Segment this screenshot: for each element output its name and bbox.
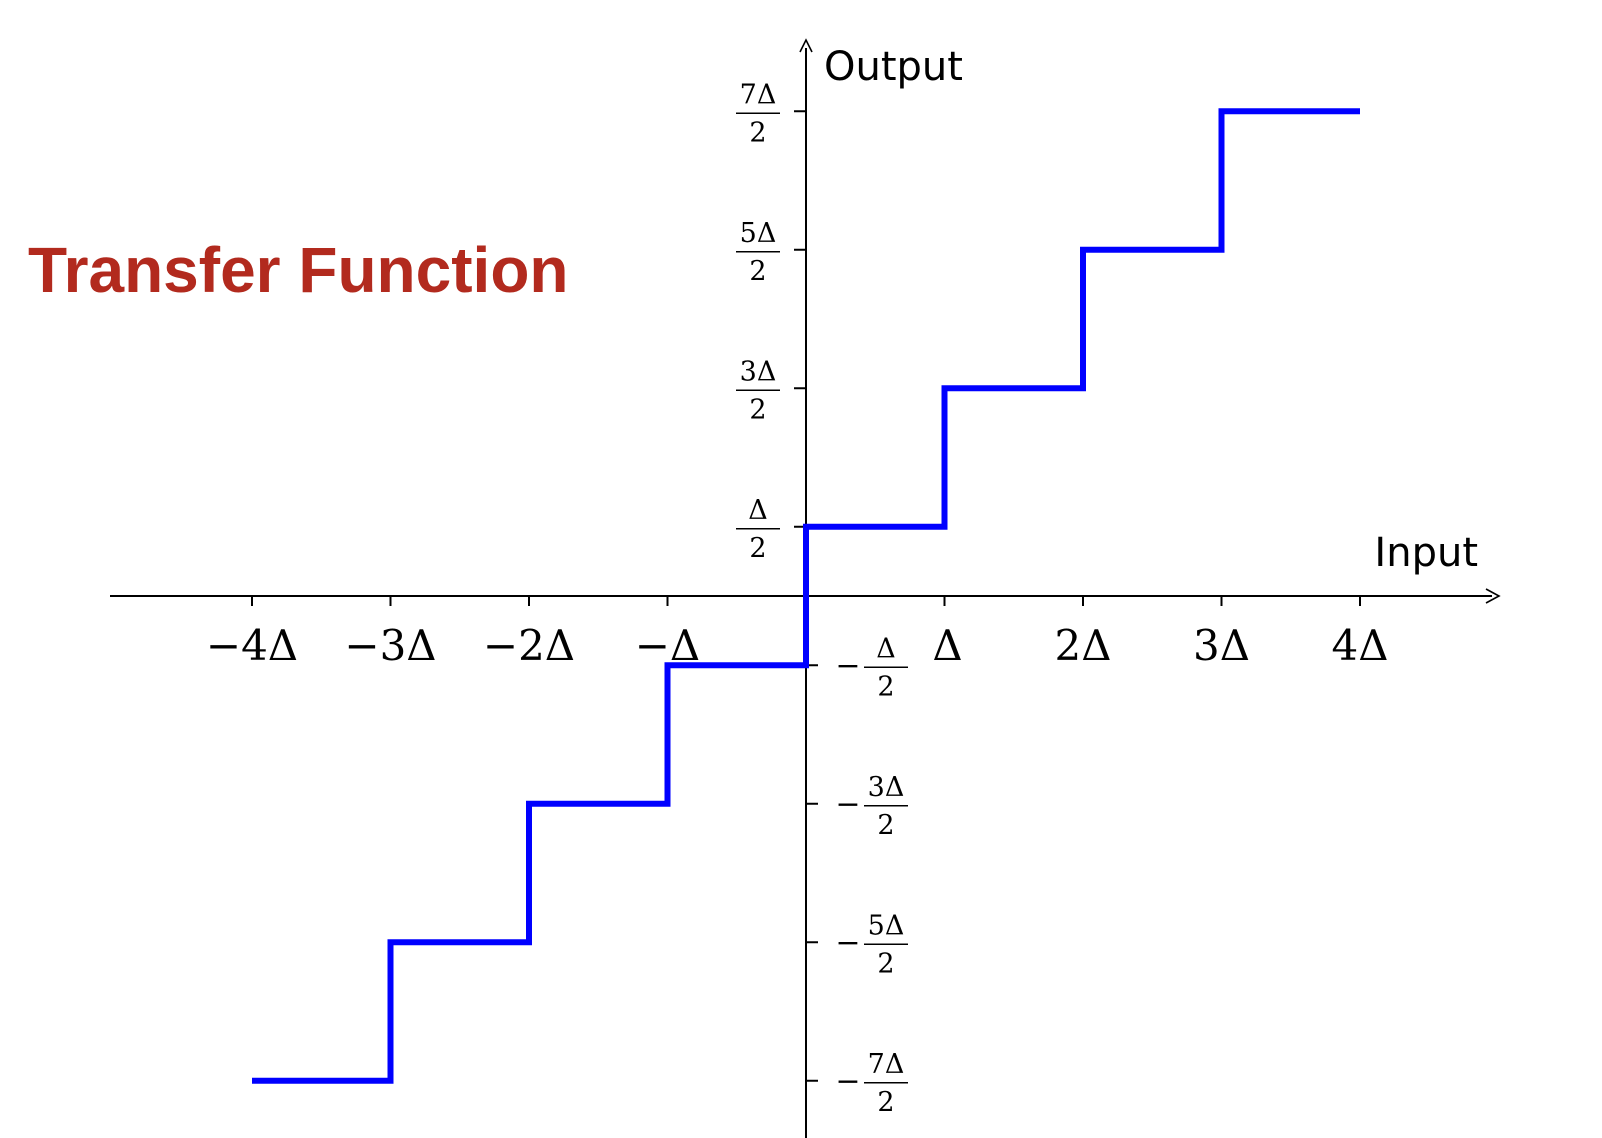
y-tick-sign: − — [835, 925, 860, 960]
x-tick-label: 4Δ — [1331, 621, 1388, 670]
y-tick-denominator: 2 — [877, 948, 894, 979]
y-tick-numerator: 3Δ — [868, 772, 905, 803]
y-tick-denominator: 2 — [877, 1087, 894, 1118]
series-line — [252, 108, 1360, 1084]
y-tick-label: −5Δ 2 — [835, 910, 908, 979]
y-tick-label: 5Δ2 — [736, 218, 780, 287]
x-axis-label: Input — [1374, 530, 1478, 576]
x-tick-label: −3Δ — [344, 621, 436, 670]
y-tick-denominator: 2 — [877, 810, 894, 841]
x-tick-label: −2Δ — [483, 621, 575, 670]
y-axis-arrow — [799, 38, 813, 53]
y-tick-numerator: 3Δ — [740, 356, 777, 387]
y-tick-denominator: 2 — [749, 117, 766, 148]
y-tick-numerator: 7Δ — [868, 1049, 905, 1080]
y-tick-label: −Δ 2 — [835, 633, 908, 702]
x-axis-arrow — [1485, 588, 1501, 604]
y-tick-label: 3Δ2 — [736, 356, 780, 425]
y-tick-label: −3Δ 2 — [835, 772, 908, 841]
x-tick-label: −Δ — [635, 621, 701, 670]
y-tick-numerator: 5Δ — [868, 910, 905, 941]
y-tick-numerator: Δ — [748, 495, 768, 526]
y-tick-numerator: Δ — [876, 633, 896, 664]
y-tick-denominator: 2 — [749, 394, 766, 425]
page-title: Transfer Function — [28, 234, 569, 306]
x-tick-label: 2Δ — [1054, 621, 1111, 670]
y-tick-denominator: 2 — [749, 533, 766, 564]
x-tick-label: Δ — [932, 621, 962, 670]
y-tick-label: −7Δ 2 — [835, 1049, 908, 1118]
y-tick-numerator: 7Δ — [740, 79, 777, 110]
y-axis-label: Output — [824, 44, 963, 90]
y-tick-sign: − — [835, 787, 860, 822]
y-tick-label: 7Δ2 — [736, 79, 780, 148]
y-tick-sign: − — [835, 1064, 860, 1099]
x-tick-label: 3Δ — [1193, 621, 1250, 670]
y-tick-label: Δ2 — [736, 495, 780, 564]
y-tick-numerator: 5Δ — [740, 218, 777, 249]
y-tick-sign: − — [835, 648, 860, 683]
y-tick-denominator: 2 — [877, 671, 894, 702]
y-tick-denominator: 2 — [749, 256, 766, 287]
x-tick-label: −4Δ — [206, 621, 298, 670]
